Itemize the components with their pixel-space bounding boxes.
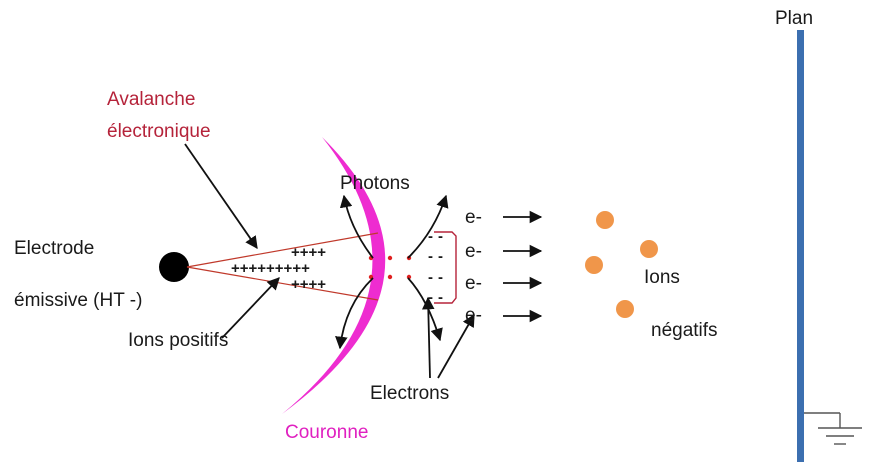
- electron-label: e-: [465, 305, 482, 326]
- negative-ion: [585, 256, 603, 274]
- ions-negatifs-label: Ions: [644, 267, 680, 288]
- positive-ions-row: +++++++++: [231, 260, 310, 277]
- minus-sign: -: [438, 269, 443, 286]
- negative-ion: [616, 300, 634, 318]
- electrode-label: Electrode: [14, 238, 94, 259]
- minus-sign: -: [438, 289, 443, 306]
- ground-icon: [804, 413, 862, 444]
- photon-arrow: [408, 278, 440, 340]
- avalanche-label: électronique: [107, 121, 211, 142]
- avalanche-label: Avalanche: [107, 89, 195, 110]
- emissive-electrode: [159, 252, 189, 282]
- minus-sign: -: [428, 248, 433, 265]
- plane-electrode: [797, 30, 804, 462]
- minus-sign: -: [428, 269, 433, 286]
- electron-label: e-: [465, 273, 482, 294]
- photons-label: Photons: [340, 173, 410, 194]
- electrons-label: Electrons: [370, 383, 449, 404]
- electrode-label: émissive (HT -): [14, 290, 142, 311]
- ions-positifs-arrow: [222, 278, 279, 338]
- minus-sign: -: [438, 248, 443, 265]
- ions-negatifs-label: négatifs: [651, 320, 718, 341]
- negative-ion: [640, 240, 658, 258]
- electron-label: e-: [465, 207, 482, 228]
- minus-sign: -: [438, 228, 443, 245]
- positive-ions-row: ++++: [291, 276, 326, 293]
- ions-positifs-label: Ions positifs: [128, 330, 228, 351]
- positive-ions-row: ++++: [291, 244, 326, 261]
- plan-label: Plan: [775, 8, 813, 29]
- avalanche-arrow: [185, 144, 257, 248]
- negative-ion: [596, 211, 614, 229]
- electron-label: e-: [465, 241, 482, 262]
- couronne-label: Couronne: [285, 422, 368, 443]
